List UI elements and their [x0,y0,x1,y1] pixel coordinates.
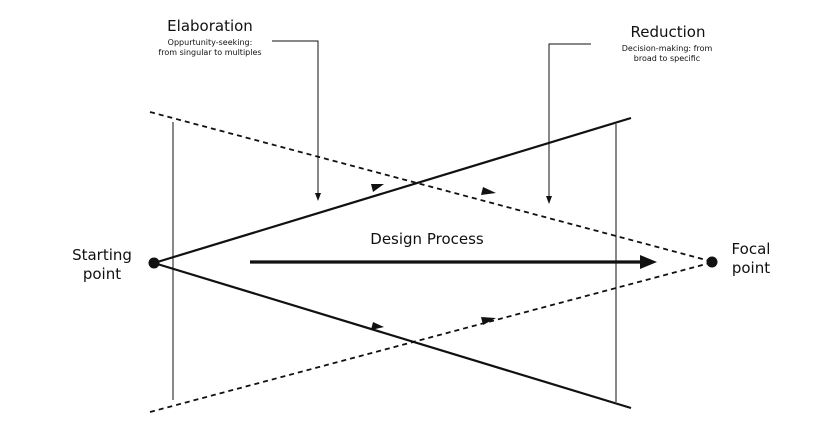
upper-solid-arrowhead [371,184,384,192]
elaboration-lower-line [153,261,632,410]
design-process-label: Design Process [370,230,484,248]
elaboration-callout-arrowhead [315,193,321,201]
focal-point-dot [706,256,718,268]
reduction-lower-dashed-line [149,262,711,413]
reduction-title: Reduction [631,23,706,41]
elaboration-title: Elaboration [167,17,253,35]
lower-solid-arrowhead [371,322,384,330]
reduction-callout-arrowhead [546,196,552,204]
starting-point-label-line1: Starting [72,246,132,264]
elaboration-description-line1: Oppurtunity-seeking: [168,38,253,47]
elaboration-upper-line [153,116,632,265]
design-process-arrowhead [640,255,657,269]
starting-point-dot [148,257,160,269]
focal-point-label-line2: point [732,259,770,277]
reduction-callout-line [548,43,591,200]
starting-point-label-line2: point [83,265,121,283]
elaboration-description-line2: from singular to multiples [158,48,261,57]
reduction-upper-dashed-line [149,111,711,262]
reduction-description-line1: Decision-making: from [622,44,713,53]
elaboration-callout-line [272,40,319,197]
focal-point-label-line1: Focal [732,240,771,258]
lower-dashed-arrowhead [481,317,496,325]
upper-dashed-arrowhead [481,187,496,195]
reduction-description-line2: broad to specific [634,54,700,63]
